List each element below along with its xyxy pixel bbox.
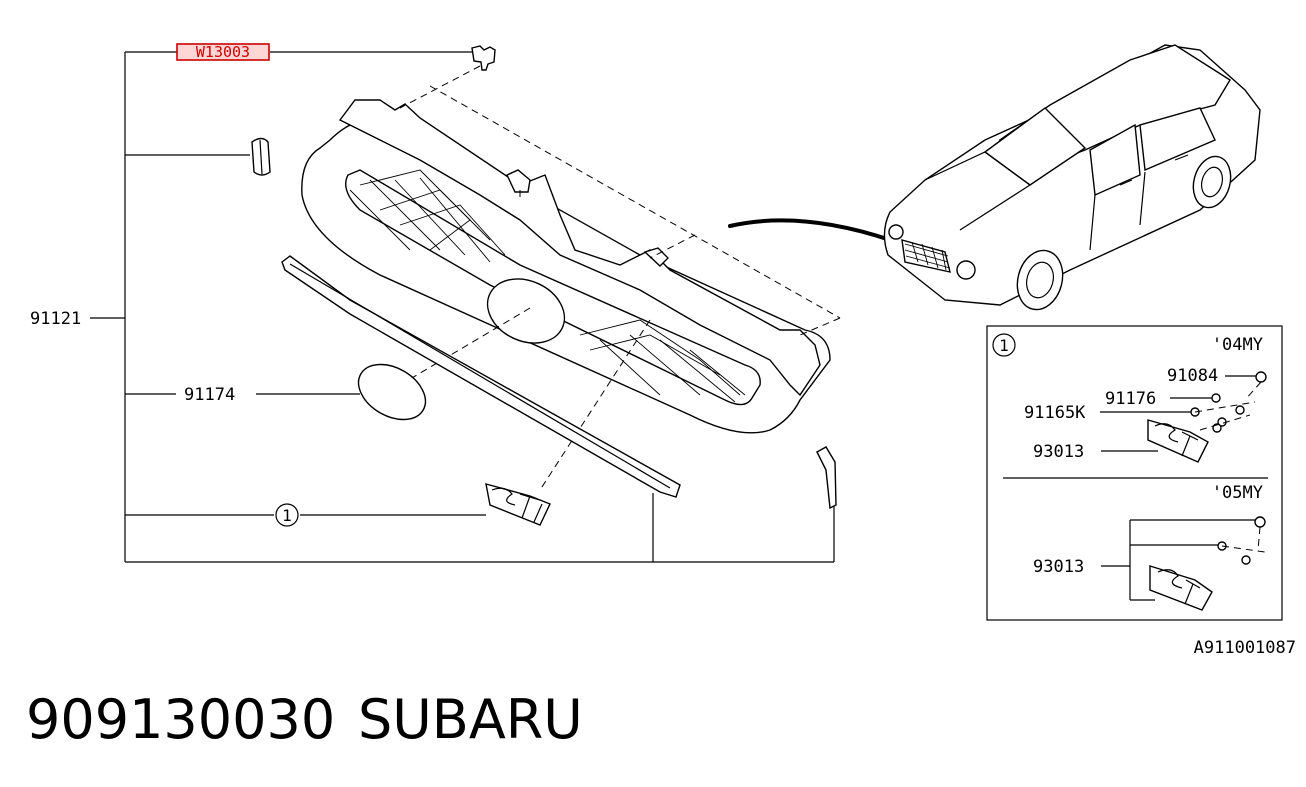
inset-year-a: '04MY bbox=[1212, 335, 1263, 355]
sti-badge-main bbox=[485, 483, 551, 526]
highlighted-part-number: W13003 bbox=[196, 43, 250, 61]
inset-part-93013-b: 93013 bbox=[1033, 557, 1084, 577]
ref-circle-main: 1 bbox=[275, 503, 299, 527]
label-ornament: 91174 bbox=[184, 385, 235, 405]
emblem-mount bbox=[486, 278, 566, 344]
pointer-line bbox=[728, 218, 892, 242]
drawing-code: A911001087 bbox=[1194, 638, 1296, 658]
grille-mesh-right bbox=[579, 319, 746, 403]
footer-brand: SUBARU bbox=[358, 688, 583, 751]
footer-part-number: 909130030 bbox=[26, 688, 335, 751]
grille-assembly bbox=[301, 99, 831, 434]
grille-mesh-left bbox=[349, 169, 506, 263]
ornament-91174 bbox=[357, 363, 427, 421]
assembly-guides bbox=[399, 65, 841, 491]
inset-part-91084: 91084 bbox=[1167, 366, 1218, 386]
inset-part-93013-a: 93013 bbox=[1033, 442, 1084, 462]
lower-molding-strip bbox=[281, 255, 681, 498]
car-illustration bbox=[728, 44, 1261, 311]
label-grille-assembly: 91121 bbox=[30, 309, 81, 329]
inset-ref-number: 1 bbox=[999, 336, 1009, 355]
inset-panel: 1 '04MY '05MY 91084 91176 91165K 93013 9… bbox=[986, 325, 1283, 621]
side-trim-right bbox=[816, 446, 837, 510]
bracket-lines bbox=[90, 51, 835, 563]
clip-part bbox=[471, 45, 496, 71]
ref-number-main: 1 bbox=[282, 506, 292, 525]
highlight-box bbox=[176, 43, 270, 61]
side-trim-upper bbox=[251, 137, 271, 176]
highlighted-part-label[interactable]: W13003 bbox=[176, 43, 270, 61]
inset-year-b: '05MY bbox=[1212, 483, 1263, 503]
inset-part-91165k: 91165K bbox=[1024, 403, 1086, 423]
inset-part-91176: 91176 bbox=[1105, 389, 1156, 409]
